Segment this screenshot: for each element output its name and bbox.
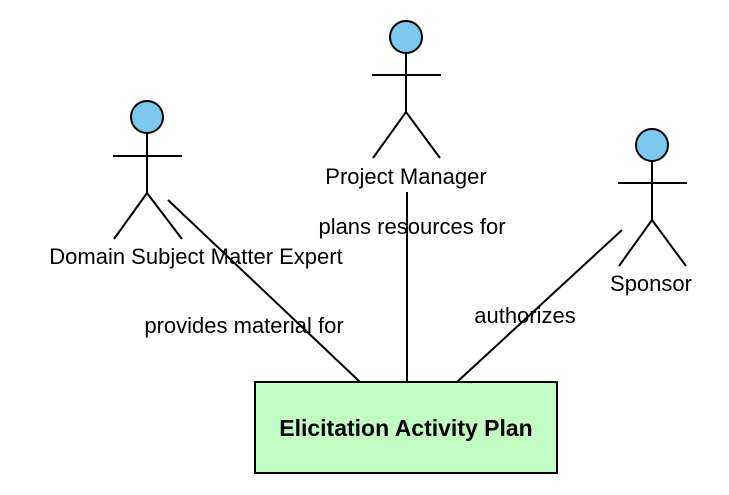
elicitation-activity-plan-box: Elicitation Activity Plan [254,381,558,474]
actor-project-manager [372,20,441,159]
association-line-sme [167,199,361,383]
relation-label-sponsor: authorizes [474,303,576,328]
actor-label-sme: Domain Subject Matter Expert [49,244,342,269]
actor-label-pm: Project Manager [325,164,486,189]
actor-head-icon [635,128,669,162]
relation-label-pm: plans resources for [318,214,505,239]
actor-head-icon [130,100,164,134]
actor-sponsor [618,128,687,267]
association-line-sponsor [456,229,623,383]
actor-label-sponsor: Sponsor [610,271,692,296]
actor-domain-sme [113,100,183,240]
box-label: Elicitation Activity Plan [279,415,532,441]
actor-head-icon [389,20,423,54]
box-rect [254,381,558,474]
relation-label-sme: provides material for [144,313,343,338]
